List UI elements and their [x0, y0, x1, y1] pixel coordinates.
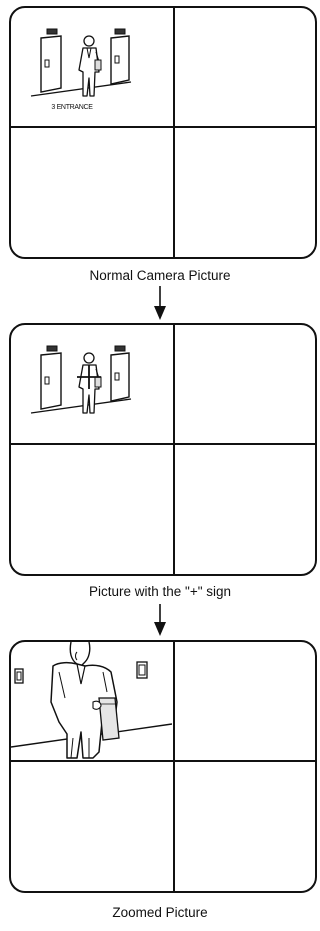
horizontal-divider: [11, 443, 315, 445]
quad-top-left-camera: [11, 642, 172, 759]
caption-plus-sign-picture: Picture with the "+" sign: [88, 584, 232, 599]
zoomed-entrance-scene: [11, 642, 172, 759]
quad-bottom-left: [11, 762, 172, 891]
quad-top-right: [175, 8, 315, 125]
entrance-scene: [30, 345, 132, 414]
vertical-divider: [173, 8, 175, 257]
quad-bottom-right: [175, 445, 315, 574]
vertical-divider: [173, 325, 175, 574]
camera-title-label: 3 ENTRANCE: [51, 104, 93, 111]
caption-normal-picture: Normal Camera Picture: [89, 268, 231, 283]
quad-top-left-camera: [11, 325, 172, 442]
horizontal-divider: [11, 126, 315, 128]
quad-top-right: [175, 642, 315, 759]
quad-bottom-right: [175, 762, 315, 891]
vertical-divider: [173, 642, 175, 891]
caption-zoomed-picture: Zoomed Picture: [112, 905, 208, 920]
quad-top-right: [175, 325, 315, 442]
monitor-screen-plus-sign: [9, 323, 317, 576]
horizontal-divider: [11, 760, 315, 762]
entrance-scene: [30, 28, 132, 97]
quad-bottom-right: [175, 128, 315, 257]
arrow-down-icon: [154, 604, 166, 636]
monitor-screen-normal: 3 ENTRANCE: [9, 6, 317, 259]
monitor-screen-zoomed: [9, 640, 317, 893]
quad-bottom-left: [11, 128, 172, 257]
plus-sign-icon: [77, 365, 101, 389]
quad-bottom-left: [11, 445, 172, 574]
arrow-down-icon: [154, 286, 166, 320]
quad-top-left-camera: 3 ENTRANCE: [11, 8, 172, 125]
